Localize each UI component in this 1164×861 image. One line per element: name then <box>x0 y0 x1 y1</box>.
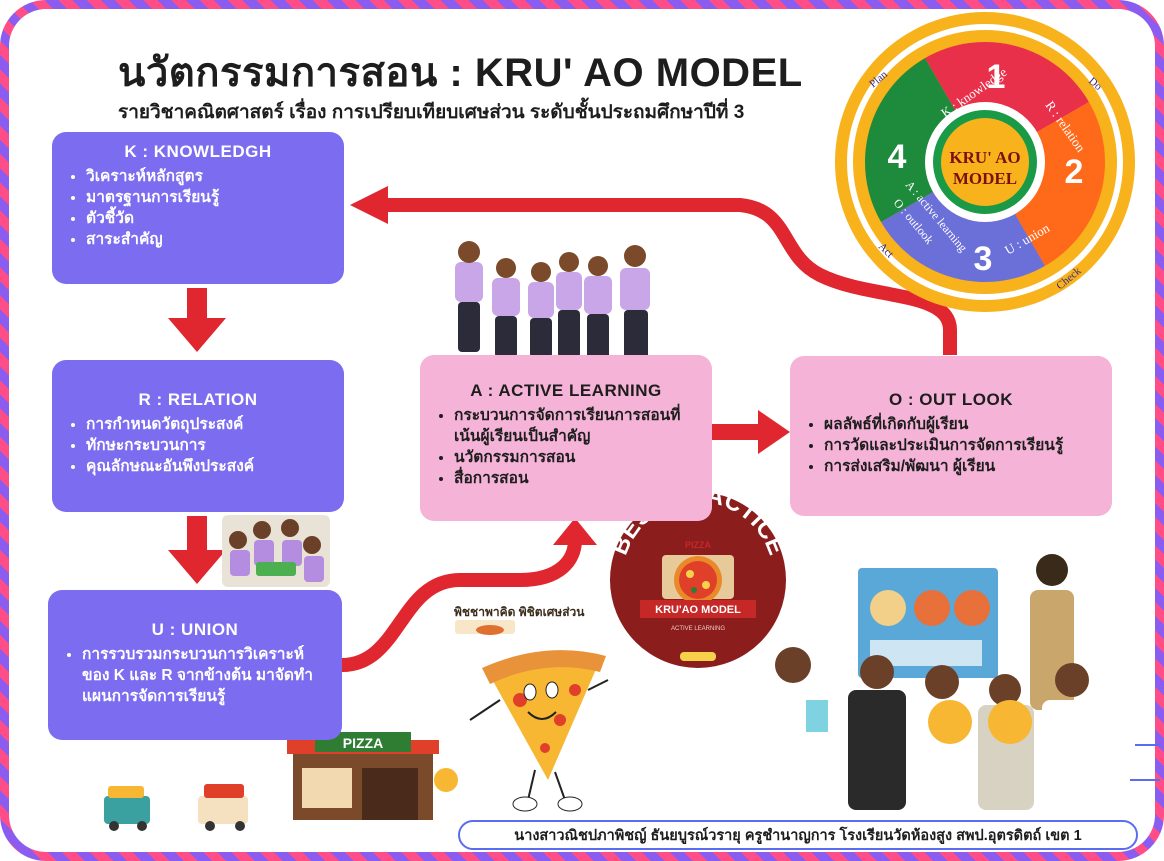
logo-text: พิชชาพาคิด พิชิตเศษส่วน <box>454 605 585 619</box>
cycle-center-line2: MODEL <box>953 169 1017 188</box>
badge-ribbon: KRU'AO MODEL <box>655 604 741 616</box>
group-work-photo <box>222 515 330 587</box>
knowledge-item: วิเคราะห์หลักสูตร <box>86 166 330 187</box>
arrow-k-to-r <box>168 288 226 352</box>
arrow-a-to-o <box>712 410 790 454</box>
arrow-o-to-k <box>385 198 957 355</box>
arrow-o-to-k-head <box>350 186 388 224</box>
active-learning-box: A : ACTIVE LEARNING กระบวนการจัดการเรียน… <box>420 355 712 521</box>
footer-lines <box>1130 744 1160 781</box>
badge-small-text: ACTIVE LEARNING <box>671 626 725 632</box>
relation-title: R : RELATION <box>138 390 258 409</box>
students-photo <box>455 241 650 360</box>
page-subtitle: รายวิชาคณิตศาสตร์ เรื่อง การเปรียบเทียบเ… <box>118 102 745 123</box>
page-title: นวัตกรรมการสอน : KRU' AO MODEL <box>118 51 803 95</box>
arrow-r-to-u <box>168 516 226 584</box>
pizza-shop: PIZZA <box>287 732 458 820</box>
cycle-segment-2 <box>985 102 1105 266</box>
shop-sign: PIZZA <box>343 735 383 751</box>
knowledge-item: ตัวชี้วัด <box>86 208 330 229</box>
outlook-list: ผลลัพธ์ที่เกิดกับผู้เรียน การวัดและประเม… <box>804 414 1098 477</box>
cycle-segment-3 <box>881 162 1045 282</box>
cycle-segment-1 <box>925 42 1089 162</box>
outlook-item: การวัดและประเมินการจัดการเรียนรู้ <box>824 435 1098 456</box>
pizza-mascot <box>469 650 609 812</box>
relation-item: คุณลักษณะอันพึงประสงค์ <box>86 456 330 477</box>
food-truck-right <box>198 784 248 831</box>
union-list: การรวบรวมกระบวนการวิเคราะห์ของ K และ R จ… <box>62 644 328 707</box>
active-learning-item: นวัตกรรมการสอน <box>454 447 698 468</box>
classroom-photo <box>760 554 1102 810</box>
cycle-center-line1: KRU' AO <box>949 148 1020 167</box>
arrow-u-to-a <box>341 539 582 672</box>
active-learning-list: กระบวนการจัดการเรียนการสอนที่เน้นผู้เรีย… <box>434 405 698 489</box>
knowledge-item: มาตรฐานการเรียนรู้ <box>86 187 330 208</box>
cycle-number-4: 4 <box>888 138 907 176</box>
outlook-box: O : OUT LOOK ผลลัพธ์ที่เกิดกับผู้เรียน ก… <box>790 356 1112 516</box>
outlook-item: การส่งเสริม/พัฒนา ผู้เรียน <box>824 456 1098 477</box>
arrow-u-to-a-head <box>553 518 597 545</box>
outlook-title: O : OUT LOOK <box>888 390 1014 409</box>
active-learning-item: สื่อการสอน <box>454 468 698 489</box>
relation-item: การกำหนดวัตถุประสงค์ <box>86 414 330 435</box>
cycle-number-1: 1 <box>987 58 1006 96</box>
cycle-number-2: 2 <box>1065 153 1084 191</box>
relation-item: ทักษะกระบวนการ <box>86 435 330 456</box>
knowledge-box: K : KNOWLEDGH วิเคราะห์หลักสูตร มาตรฐานก… <box>52 132 344 284</box>
relation-box: R : RELATION การกำหนดวัตถุประสงค์ ทักษะก… <box>52 360 344 512</box>
union-box: U : UNION การรวบรวมกระบวนการวิเคราะห์ของ… <box>48 590 342 740</box>
relation-list: การกำหนดวัตถุประสงค์ ทักษะกระบวนการ คุณล… <box>66 414 330 477</box>
active-learning-title: A : ACTIVE LEARNING <box>470 381 662 400</box>
cycle-segment-4 <box>865 58 985 223</box>
badge-pizza-word: PIZZA <box>685 540 711 550</box>
knowledge-list: วิเคราะห์หลักสูตร มาตรฐานการเรียนรู้ ตัว… <box>66 166 330 250</box>
outlook-item: ผลลัพธ์ที่เกิดกับผู้เรียน <box>824 414 1098 435</box>
union-title: U : UNION <box>151 620 239 639</box>
knowledge-item: สาระสำคัญ <box>86 229 330 250</box>
footer-credit: นางสาวณิชปภาพิชญ์ ธันยบูรณ์วรายุ ครูชำนา… <box>458 820 1138 850</box>
knowledge-title: K : KNOWLEDGH <box>124 142 272 161</box>
active-learning-item: กระบวนการจัดการเรียนการสอนที่เน้นผู้เรีย… <box>454 405 698 447</box>
cycle-number-3: 3 <box>974 240 993 278</box>
cycle-diagram: KRU' AO MODEL 1 2 3 4 K : knowledge R : … <box>835 12 1135 312</box>
book-logo: พิชชาพาคิด พิชิตเศษส่วน <box>454 605 585 635</box>
union-item: การรวบรวมกระบวนการวิเคราะห์ของ K และ R จ… <box>82 644 328 707</box>
food-truck-left <box>104 786 150 831</box>
